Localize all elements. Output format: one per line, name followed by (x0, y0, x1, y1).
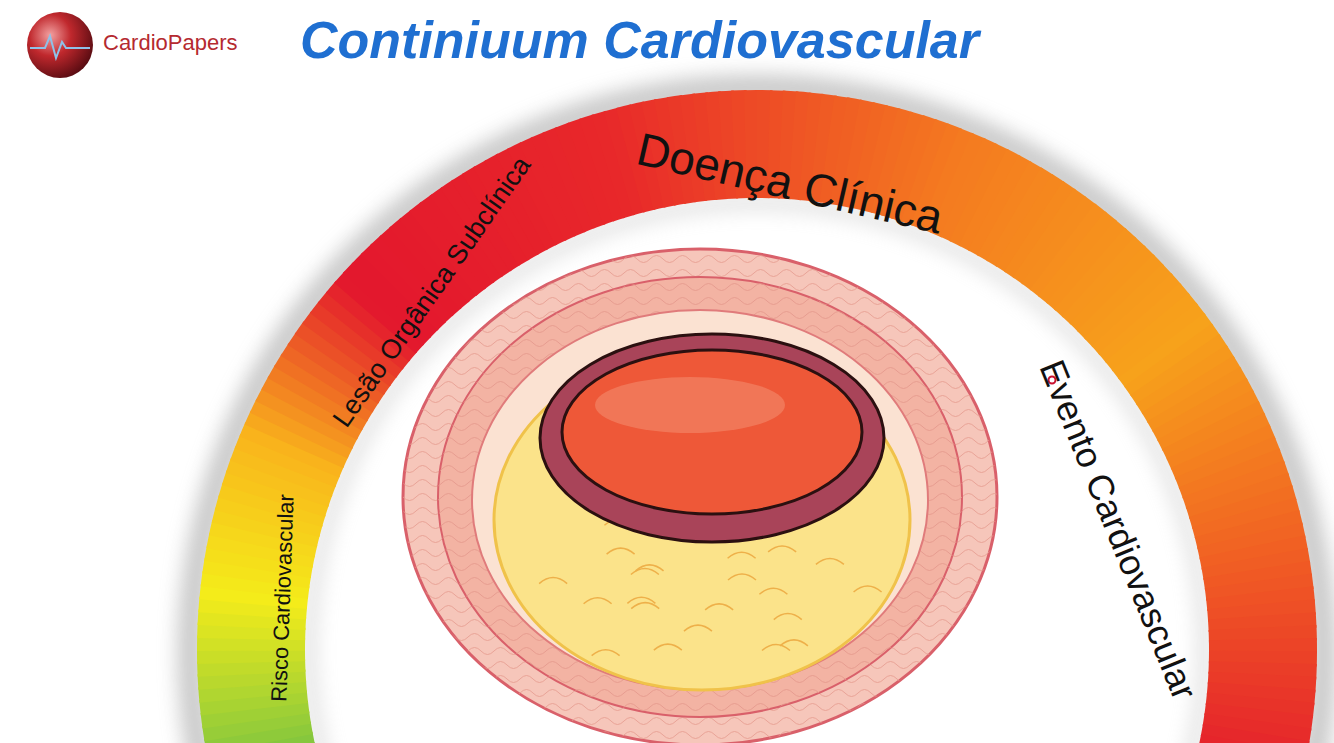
plaque-texture (728, 574, 756, 580)
plaque-texture (636, 565, 664, 571)
plaque-texture (584, 598, 612, 604)
plaque-texture (627, 597, 655, 603)
plaque-texture (684, 625, 712, 631)
plaque-texture (654, 644, 682, 650)
plaque-texture (631, 568, 659, 574)
title: Continiuum Cardiovascular (300, 10, 979, 70)
plaque-texture (607, 548, 635, 554)
plaque-texture (854, 586, 882, 592)
plaque-texture (780, 640, 808, 646)
plaque-texture (774, 614, 802, 620)
logo-globe (27, 12, 93, 78)
plaque-texture (592, 650, 620, 656)
plaque-texture (768, 546, 796, 552)
artery (403, 249, 997, 743)
plaque-texture (539, 578, 567, 584)
band-segment (1199, 734, 1308, 743)
plaque-texture (728, 552, 756, 558)
plaque-texture (759, 588, 787, 594)
logo-text: CardioPapers (103, 30, 238, 56)
plaque-texture (705, 604, 733, 610)
plaque-texture (762, 644, 790, 650)
plaque-texture (816, 558, 844, 564)
